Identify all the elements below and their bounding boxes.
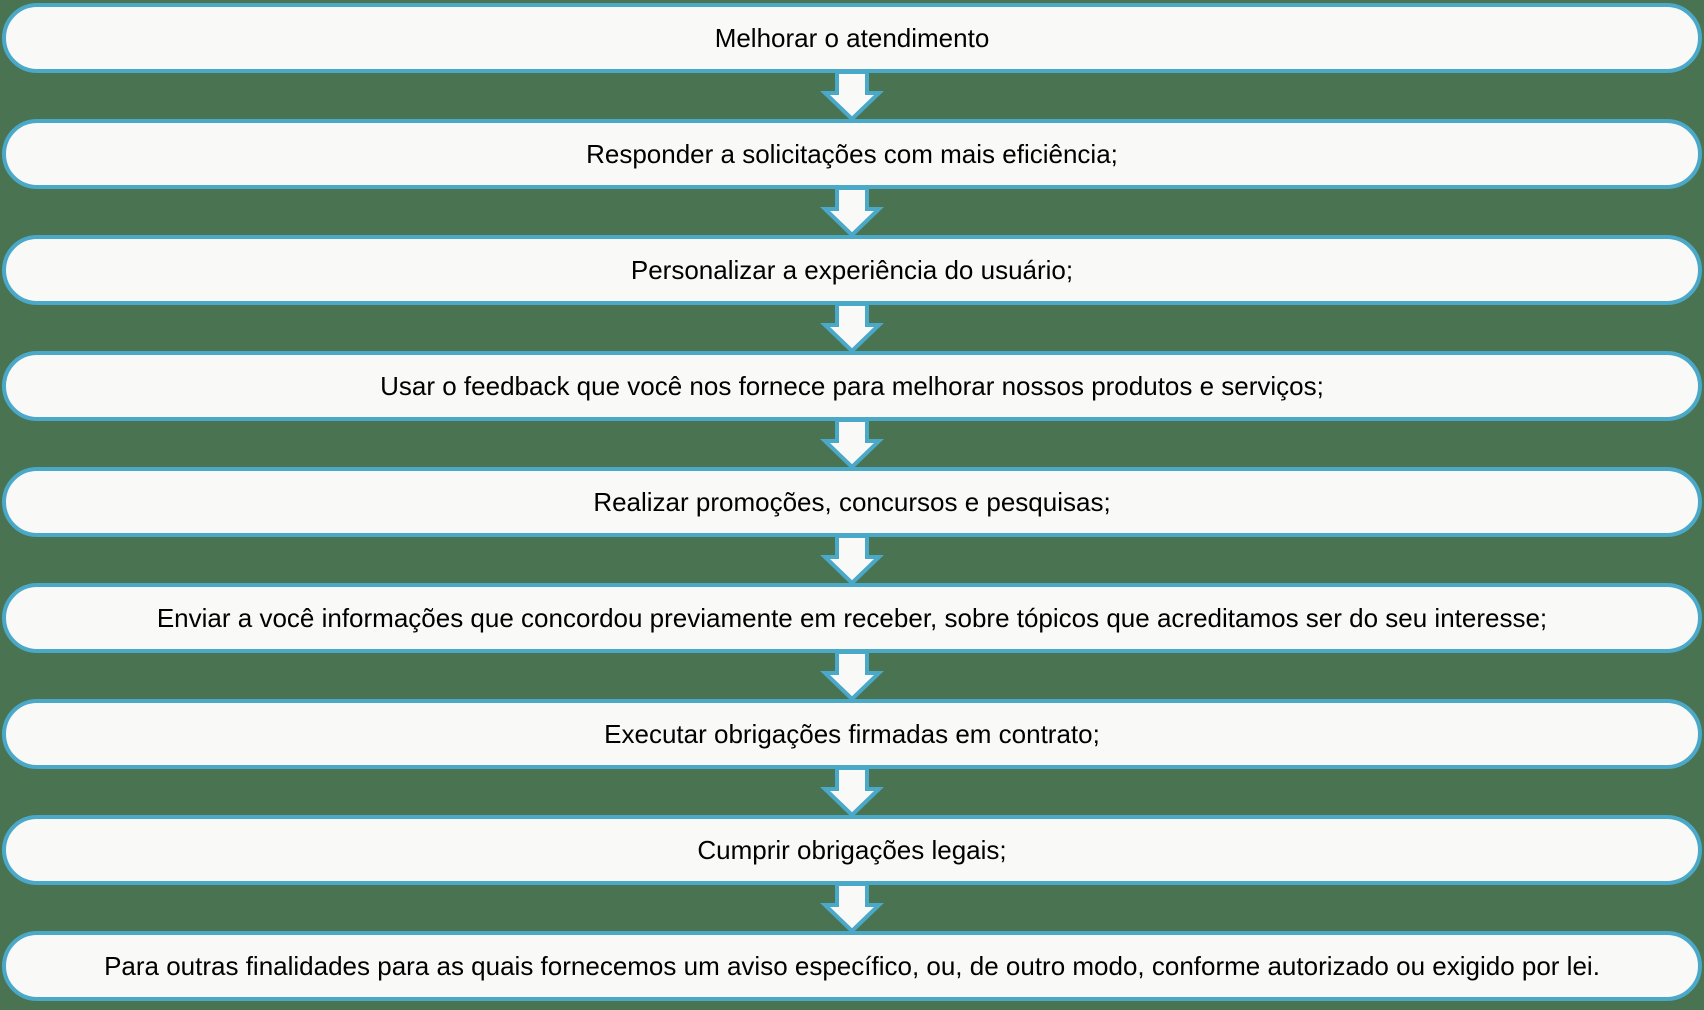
- flow-step-row: Responder a solicitações com mais eficiê…: [0, 119, 1704, 238]
- flow-step-label: Responder a solicitações com mais eficiê…: [586, 139, 1118, 169]
- flow-step-label: Melhorar o atendimento: [714, 23, 990, 53]
- flow-step-row: Executar obrigações firmadas em contrato…: [0, 699, 1704, 818]
- down-arrow-icon: [820, 650, 884, 702]
- flow-step-row: Enviar a você informações que concordou …: [0, 583, 1704, 702]
- down-arrow-icon: [820, 534, 884, 586]
- down-arrow-icon: [820, 766, 884, 818]
- flow-step-label: Executar obrigações firmadas em contrato…: [604, 719, 1100, 749]
- flow-step-label: Realizar promoções, concursos e pesquisa…: [593, 487, 1111, 517]
- down-arrow-icon: [820, 882, 884, 934]
- flow-step-label: Usar o feedback que você nos fornece par…: [380, 371, 1324, 401]
- flow-step-label: Personalizar a experiência do usuário;: [630, 255, 1074, 285]
- down-arrow-icon: [820, 418, 884, 470]
- flow-step: Cumprir obrigações legais;: [2, 815, 1702, 885]
- flow-step-row: Personalizar a experiência do usuário;: [0, 235, 1704, 354]
- flow-step: Responder a solicitações com mais eficiê…: [2, 119, 1702, 189]
- flow-step: Enviar a você informações que concordou …: [2, 583, 1702, 653]
- flow-step: Para outras finalidades para as quais fo…: [2, 931, 1702, 1001]
- flow-step: Usar o feedback que você nos fornece par…: [2, 351, 1702, 421]
- flow-step: Realizar promoções, concursos e pesquisa…: [2, 467, 1702, 537]
- flow-step: Melhorar o atendimento: [2, 3, 1702, 73]
- flow-step-label: Cumprir obrigações legais;: [697, 835, 1007, 865]
- flow-step-row: Cumprir obrigações legais;: [0, 815, 1704, 934]
- flow-step-row: Usar o feedback que você nos fornece par…: [0, 351, 1704, 470]
- down-arrow-icon: [820, 186, 884, 238]
- flow-step-row: Para outras finalidades para as quais fo…: [0, 931, 1704, 1001]
- flow-step-label: Para outras finalidades para as quais fo…: [104, 951, 1600, 981]
- flow-step: Personalizar a experiência do usuário;: [2, 235, 1702, 305]
- down-arrow-icon: [820, 302, 884, 354]
- flow-step: Executar obrigações firmadas em contrato…: [2, 699, 1702, 769]
- flow-step-row: Realizar promoções, concursos e pesquisa…: [0, 467, 1704, 586]
- down-arrow-icon: [820, 70, 884, 122]
- flow-step-row: Melhorar o atendimento: [0, 3, 1704, 122]
- flow-step-label: Enviar a você informações que concordou …: [156, 603, 1548, 633]
